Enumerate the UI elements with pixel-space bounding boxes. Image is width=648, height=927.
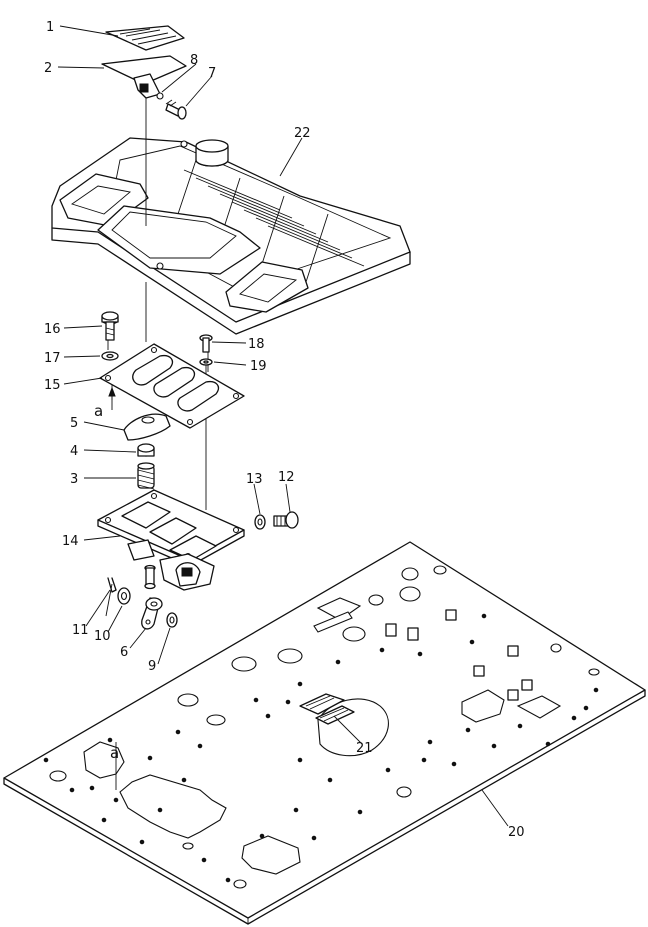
- washer-19: [199, 358, 213, 366]
- leader-lines: [57, 25, 509, 827]
- boot-5: [123, 413, 171, 441]
- label-9: 9: [148, 659, 156, 674]
- bushing-9: [166, 612, 178, 628]
- spring-3: [137, 462, 155, 490]
- label-17: 17: [44, 351, 61, 366]
- washer-10: [117, 587, 131, 605]
- pedal-pad: [105, 25, 185, 51]
- clip-21: [299, 693, 355, 725]
- label-14: 14: [62, 534, 79, 549]
- label-16: 16: [44, 322, 61, 337]
- label-4: 4: [70, 444, 78, 459]
- label-2: 2: [44, 61, 52, 76]
- nut-13: [254, 514, 266, 530]
- ref-label-a-bottom: a: [110, 744, 119, 762]
- label-10: 10: [94, 629, 111, 644]
- part-labels: 1 2 8 7 22 16 17 15 18 19 a 5 4 3 13 12 …: [44, 20, 525, 840]
- label-6: 6: [120, 645, 128, 660]
- cover-plate: [99, 343, 245, 429]
- label-1: 1: [46, 20, 54, 35]
- label-5: 5: [70, 416, 78, 431]
- pedal-bracket: [101, 55, 187, 99]
- label-13: 13: [246, 472, 263, 487]
- retainer-4: [137, 443, 155, 457]
- label-22: 22: [294, 126, 311, 141]
- bolt-16: [101, 311, 119, 341]
- ref-label-a-top: a: [94, 402, 103, 420]
- label-7: 7: [208, 66, 216, 81]
- bolt-12: [273, 511, 299, 529]
- label-11: 11: [72, 623, 89, 638]
- label-20: 20: [508, 825, 525, 840]
- label-3: 3: [70, 472, 78, 487]
- valve-assembly-14: [97, 489, 245, 591]
- reference-arrow-a: [108, 386, 116, 410]
- floor-plate: [3, 541, 646, 925]
- bolt-18: [199, 334, 213, 353]
- floor-mat: [51, 137, 411, 335]
- label-8: 8: [190, 53, 198, 68]
- washer-17: [101, 351, 119, 361]
- valve-stem: [144, 564, 156, 590]
- bolt-7: [156, 92, 187, 120]
- lever-6: [141, 597, 163, 630]
- label-18: 18: [248, 337, 265, 352]
- label-19: 19: [250, 359, 267, 374]
- label-12: 12: [278, 470, 295, 485]
- label-21: 21: [356, 741, 373, 756]
- pin-11: [107, 577, 117, 593]
- label-15: 15: [44, 378, 61, 393]
